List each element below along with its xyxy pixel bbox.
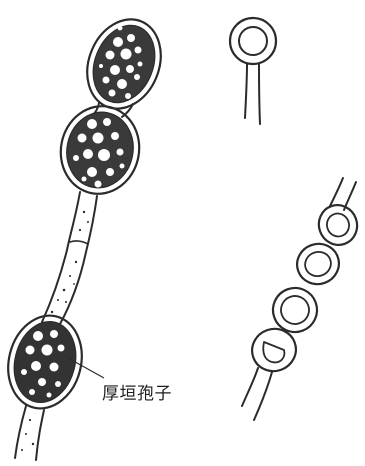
spore-bottom-chlamydospore	[0, 308, 91, 417]
hypha-segment	[42, 192, 97, 324]
spore-top	[74, 8, 173, 120]
spore-middle	[53, 99, 148, 201]
chlamydospore-label: 厚垣孢子	[102, 379, 172, 404]
terminal-spore-group	[230, 18, 276, 124]
spore-chain-group	[242, 178, 363, 420]
